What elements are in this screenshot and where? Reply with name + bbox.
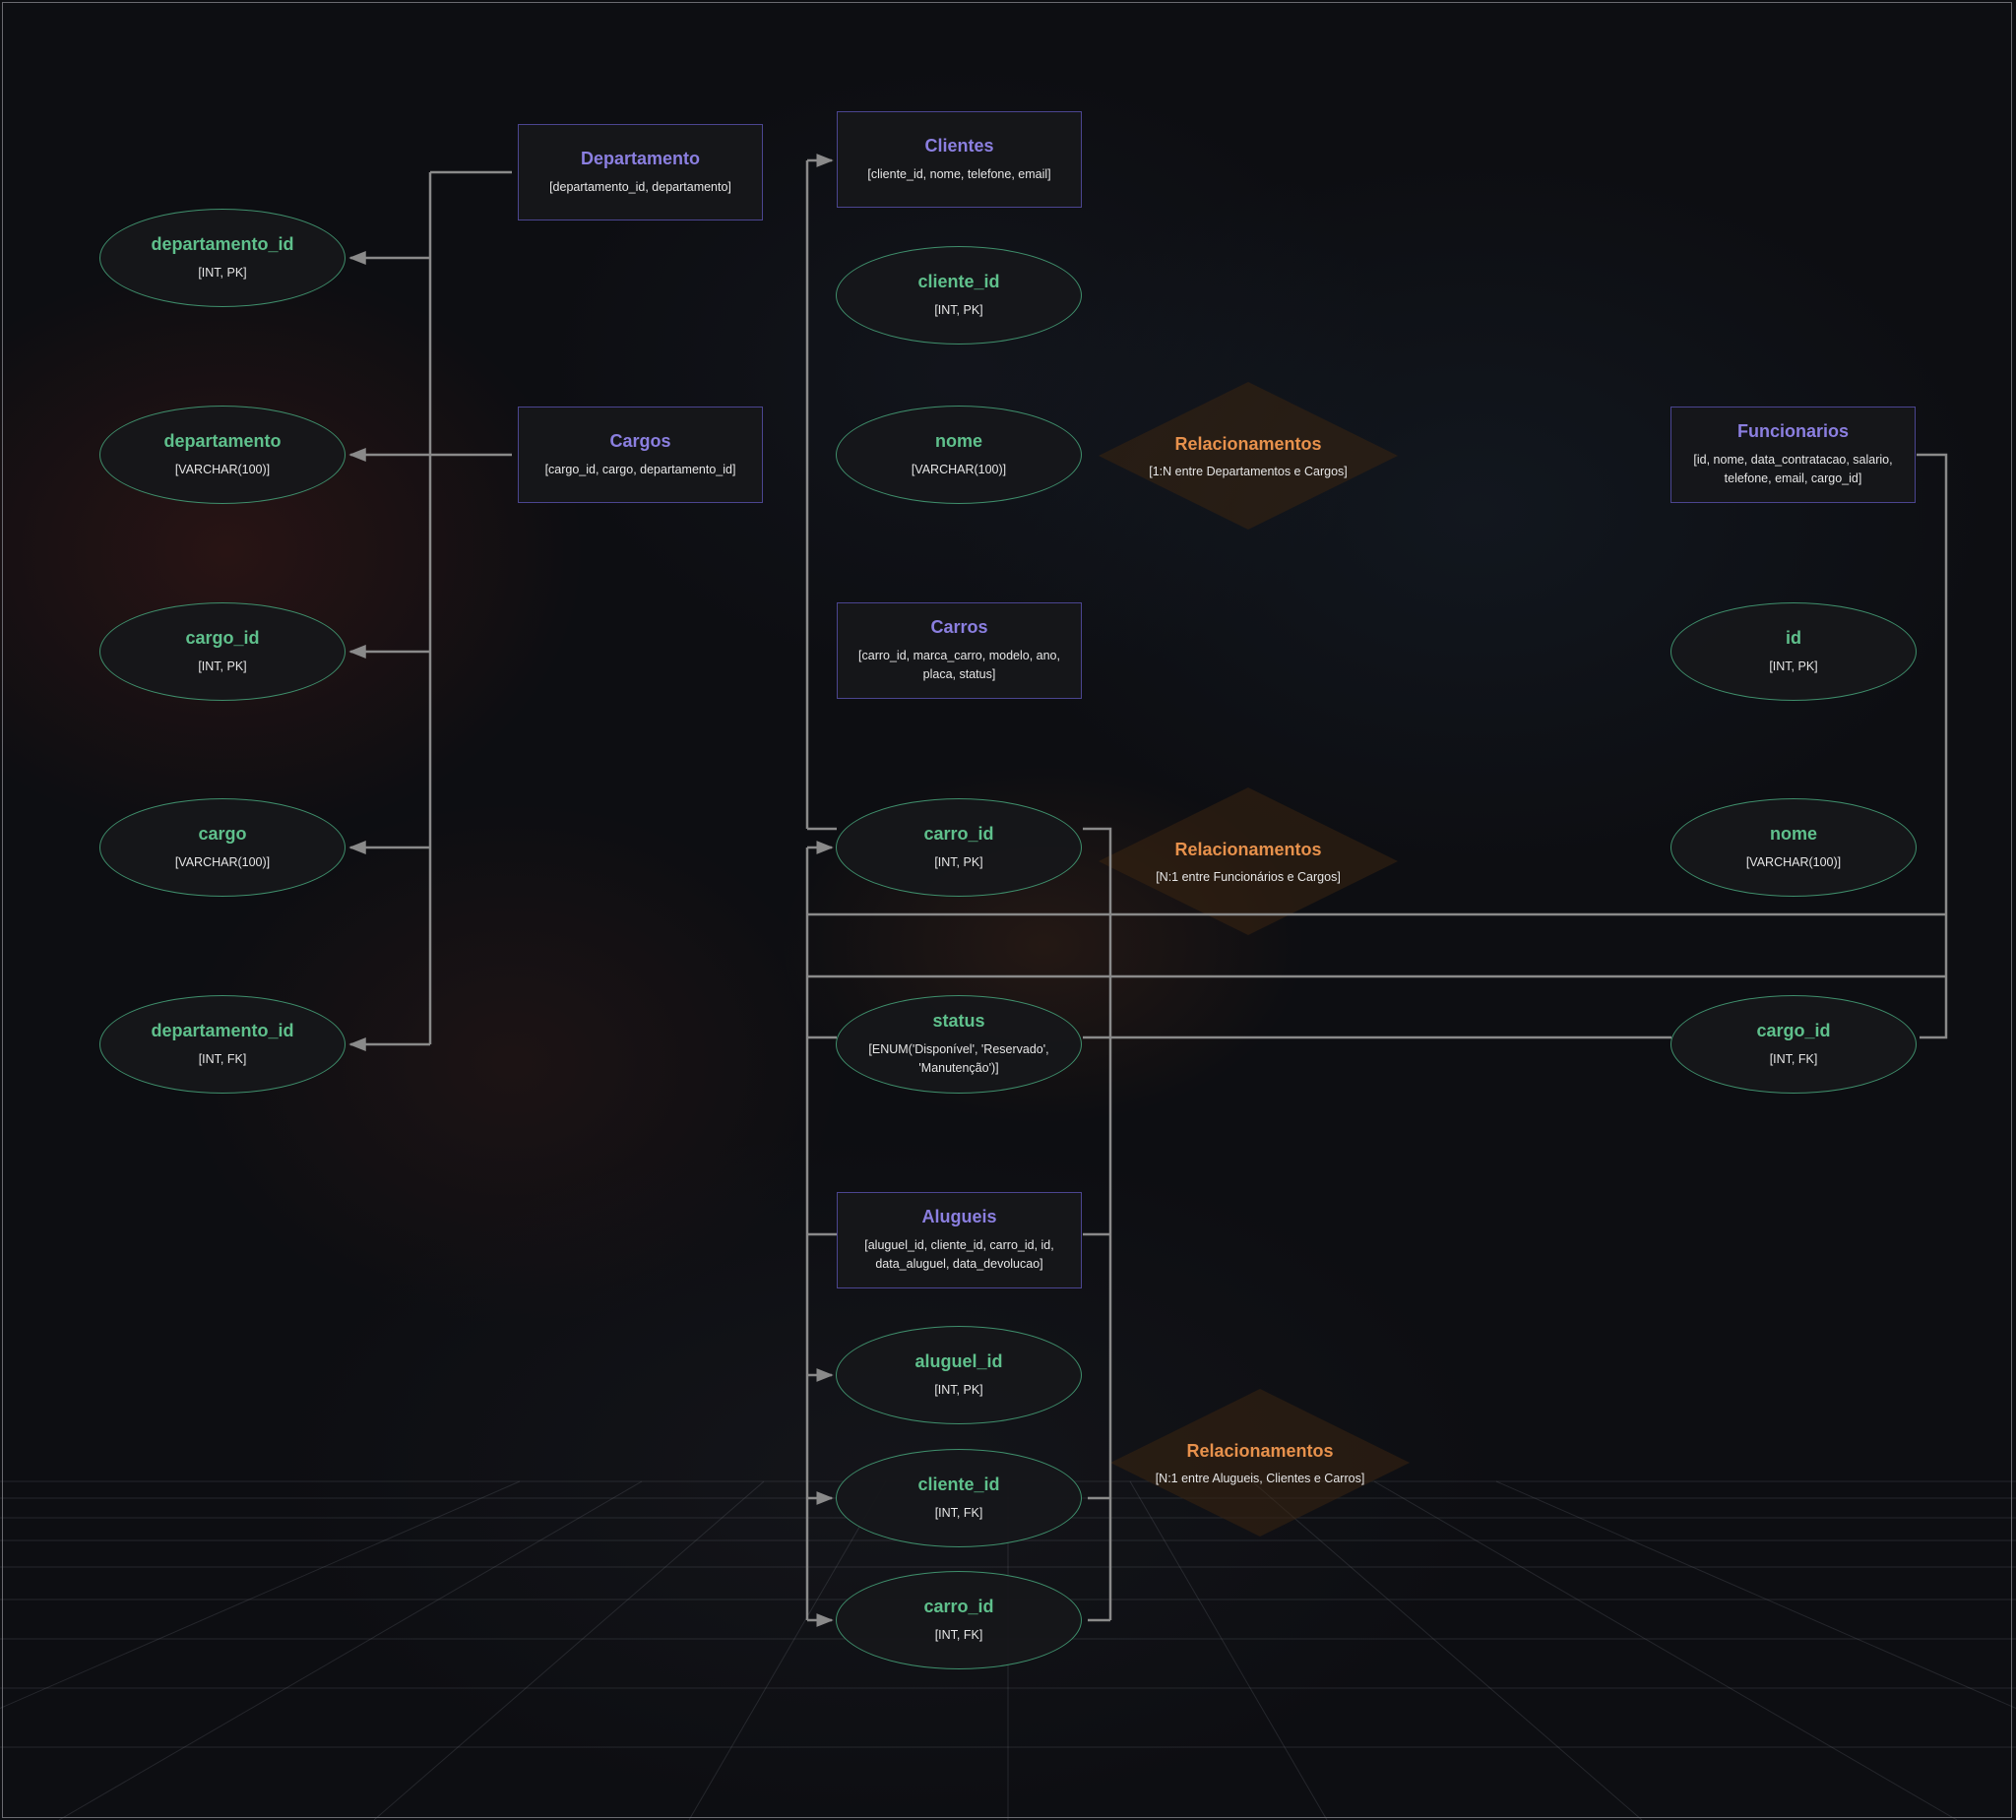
attribute-nome-funcionario[interactable]: nome [VARCHAR(100)] [1670,798,1917,897]
attribute-type: [INT, PK] [934,1382,983,1397]
entity-attributes: [cliente_id, nome, telefone, email] [867,166,1051,181]
attribute-cargo-id-pk[interactable]: cargo_id [INT, PK] [99,602,346,701]
attribute-name: carro_id [923,823,994,844]
entity-cargos[interactable]: Cargos [cargo_id, cargo, departamento_id… [518,407,763,503]
entity-title: Cargos [609,430,671,451]
entity-title: Funcionarios [1736,421,1849,441]
attribute-name: cliente_id [917,271,1000,291]
entity-departamento[interactable]: Departamento [departamento_id, departame… [518,124,763,220]
attribute-name: cargo_id [1756,1020,1831,1040]
relationship-description: [N:1 entre Alugueis, Clientes e Carros] [1155,1471,1365,1485]
attribute-name: nome [934,430,982,451]
connectors [348,154,1948,1627]
relationship-title: Relacionamentos [1186,1440,1334,1461]
attribute-cargo-id-fk[interactable]: cargo_id [INT, FK] [1670,995,1917,1094]
attribute-id-pk[interactable]: id [INT, PK] [1670,602,1917,701]
entity-title: Clientes [924,135,994,156]
attribute-type: [VARCHAR(100)] [174,462,271,476]
relationship-description: [1:N entre Departamentos e Cargos] [1149,464,1348,478]
attribute-name: status [932,1011,985,1031]
attribute-type: [INT, PK] [1769,659,1818,673]
attribute-type: [INT, FK] [198,1051,247,1066]
entity-attributes: [carro_id, marca_carro, modelo, ano, pla… [858,649,1060,681]
attribute-departamento-id-pk[interactable]: departamento_id [INT, PK] [99,209,346,307]
relationship-departamentos-cargos[interactable]: Relacionamentos [1:N entre Departamentos… [1101,382,1396,530]
attribute-type: [VARCHAR(100)] [1745,854,1842,869]
attribute-cliente-id-pk[interactable]: cliente_id [INT, PK] [836,246,1082,345]
relationship-alugueis-clientes-carros[interactable]: Relacionamentos [N:1 entre Alugueis, Cli… [1112,1389,1408,1537]
attribute-cliente-id-fk[interactable]: cliente_id [INT, FK] [836,1449,1082,1547]
attribute-name: carro_id [923,1596,994,1616]
attribute-aluguel-id-pk[interactable]: aluguel_id [INT, PK] [836,1326,1082,1424]
attribute-name: nome [1769,823,1817,844]
entity-title: Carros [930,617,988,637]
attribute-cargo[interactable]: cargo [VARCHAR(100)] [99,798,346,897]
attribute-type: [INT, FK] [1769,1051,1818,1066]
attribute-name: aluguel_id [914,1350,1003,1371]
relationship-description: [N:1 entre Funcionários e Cargos] [1156,869,1341,884]
entity-carros[interactable]: Carros [carro_id, marca_carro, modelo, a… [837,602,1082,699]
entity-attributes: [departamento_id, departamento] [549,179,731,194]
attribute-departamento-id-fk[interactable]: departamento_id [INT, FK] [99,995,346,1094]
attribute-name: departamento_id [151,233,294,254]
attribute-nome-cliente[interactable]: nome [VARCHAR(100)] [836,406,1082,504]
relationship-funcionarios-cargos[interactable]: Relacionamentos [N:1 entre Funcionários … [1101,787,1396,935]
entity-title: Alugueis [921,1207,997,1226]
attribute-name: departamento_id [151,1020,294,1040]
relationship-title: Relacionamentos [1174,839,1322,859]
attribute-name: cargo_id [185,627,260,648]
attribute-carro-id-pk[interactable]: carro_id [INT, PK] [836,798,1082,897]
attribute-type: [VARCHAR(100)] [174,854,271,869]
attribute-carro-id-fk[interactable]: carro_id [INT, FK] [836,1571,1082,1669]
attribute-type: [VARCHAR(100)] [911,462,1007,476]
attribute-type: [ENUM('Disponível', 'Reservado', 'Manute… [868,1042,1049,1075]
attribute-type: [INT, PK] [934,302,983,317]
attribute-name: cargo [198,823,247,844]
entity-alugueis[interactable]: Alugueis [aluguel_id, cliente_id, carro_… [837,1192,1082,1288]
attribute-type: [INT, PK] [198,265,247,280]
attribute-departamento[interactable]: departamento [VARCHAR(100)] [99,406,346,504]
relationship-diamond-2 [1099,787,1398,935]
attribute-name: cliente_id [917,1474,1000,1494]
entity-attributes: [id, nome, data_contratacao, salario, te… [1693,453,1893,485]
relationship-title: Relacionamentos [1174,433,1322,454]
attribute-type: [INT, PK] [198,659,247,673]
entity-clientes[interactable]: Clientes [cliente_id, nome, telefone, em… [837,111,1082,208]
entity-funcionarios[interactable]: Funcionarios [id, nome, data_contratacao… [1670,407,1916,503]
entity-attributes: [aluguel_id, cliente_id, carro_id, id, d… [864,1238,1054,1271]
entity-attributes: [cargo_id, cargo, departamento_id] [544,462,736,476]
attribute-type: [INT, FK] [934,1505,983,1520]
grid-floor [0,1480,2016,1820]
attribute-status[interactable]: status [ENUM('Disponível', 'Reservado', … [836,995,1082,1094]
attribute-name: id [1786,627,1801,648]
relationship-diamond-3 [1110,1389,1410,1537]
relationship-diamond-1 [1099,382,1398,530]
entity-title: Departamento [580,148,701,168]
attribute-name: departamento [163,430,282,451]
attribute-type: [INT, PK] [934,854,983,869]
attribute-type: [INT, FK] [934,1627,983,1642]
